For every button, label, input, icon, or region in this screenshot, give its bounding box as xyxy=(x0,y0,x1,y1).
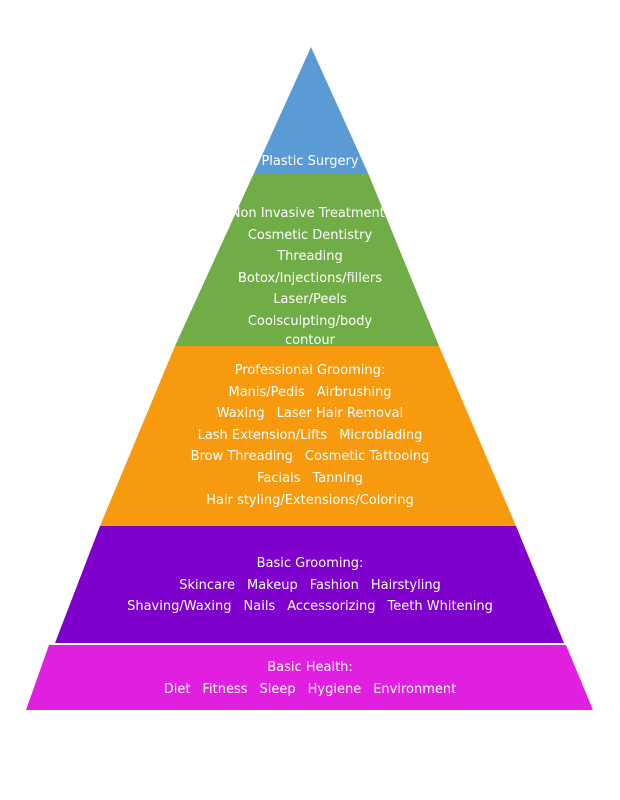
tier-heading: Basic Grooming: xyxy=(256,556,364,571)
tier-item: Shaving/Waxing xyxy=(127,599,232,615)
tier-item: Nails xyxy=(243,599,276,615)
tier-item: Skincare xyxy=(179,577,235,593)
tier-item: Laser/Peels xyxy=(273,292,347,308)
tier-row: Brow Threading Cosmetic Tattooing xyxy=(150,446,470,468)
tier-item: Accessorizing xyxy=(287,599,376,615)
tier-item: Waxing xyxy=(216,406,265,422)
tier-row: Skincare Makeup Fashion Hairstyling xyxy=(90,575,530,597)
tier-item: Fitness xyxy=(202,681,248,697)
tier-item: Botox/Injections/fillers xyxy=(237,270,382,286)
tier-item: Manis/Pedis xyxy=(228,384,305,400)
tier-non-invasive-band xyxy=(175,173,439,346)
tier-heading: Non Invasive Treatment: xyxy=(230,206,390,221)
tier-label: Plastic Surgery xyxy=(261,154,359,169)
tier-item: Fashion xyxy=(309,577,359,593)
tier-item: Hairstyling xyxy=(370,577,441,593)
tier-row: Facials Tanning xyxy=(150,468,470,490)
tier-professional-grooming-band xyxy=(100,346,516,526)
tier-item: Teeth Whitening xyxy=(387,599,493,615)
tier-item: Facials xyxy=(257,470,301,486)
tier-basic-grooming-text: Basic Grooming: Skincare Makeup Fashion Hai… xyxy=(90,553,530,618)
tier-row: Manis/Pedis Airbrushing xyxy=(150,382,470,404)
tier-plastic-surgery-text: Plastic Surgery xyxy=(210,151,410,173)
tier-item: Sleep xyxy=(259,681,296,697)
tier-professional-grooming-text: Professional Grooming: Manis/Pedis Airbru… xyxy=(150,360,470,511)
tier-basic-health-band xyxy=(26,645,593,710)
tier-row: Diet Fitness Sleep Hygiene Environment xyxy=(60,679,560,701)
tier-item: Diet xyxy=(163,681,191,697)
tier-item: Coolsculpting/body xyxy=(247,313,373,329)
tier-item: Cosmetic Tattooing xyxy=(304,449,430,465)
tier-item: Hair styling/Extensions/Coloring xyxy=(206,492,414,508)
tier-non-invasive-text: Non Invasive Treatment: Cosmetic Dentist… xyxy=(210,203,410,349)
tier-item: Laser Hair Removal xyxy=(276,406,404,422)
tier-item: Cosmetic Dentistry xyxy=(247,227,373,243)
tier-item: Airbrushing xyxy=(316,384,392,400)
tier-row: Hair styling/Extensions/Coloring xyxy=(150,490,470,512)
tier-item: Environment xyxy=(373,681,457,697)
tier-heading: Professional Grooming: xyxy=(234,363,386,378)
tier-item: Threading xyxy=(277,249,343,265)
tier-item: Tanning xyxy=(312,470,363,486)
tier-item: Makeup xyxy=(247,577,298,593)
tier-item: Brow Threading xyxy=(190,449,293,465)
tier-row: Waxing Laser Hair Removal xyxy=(150,403,470,425)
tier-item: contour xyxy=(285,332,335,348)
tier-heading: Basic Health: xyxy=(267,660,353,675)
tier-item: Hygiene xyxy=(307,681,362,697)
tier-row: Lash Extension/Lifts Microblading xyxy=(150,425,470,447)
tier-row: Shaving/Waxing Nails Accessorizing Teeth Wh… xyxy=(90,596,530,618)
tier-basic-grooming-band xyxy=(55,526,564,643)
tier-basic-health-text: Basic Health: Diet Fitness Sleep Hygiene Env… xyxy=(60,657,560,700)
tier-item: Microblading xyxy=(339,427,423,443)
tier-item: Lash Extension/Lifts xyxy=(197,427,328,443)
tier-plastic-surgery-band xyxy=(254,47,368,173)
